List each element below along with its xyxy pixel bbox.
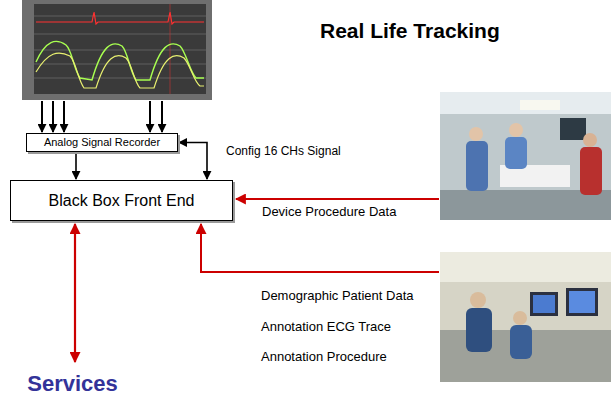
node-text: Services: [27, 372, 118, 396]
waveform-monitor: [22, 0, 212, 100]
scrubs: [510, 325, 532, 359]
monitor-grid: [34, 4, 206, 94]
wall: [440, 252, 611, 282]
monitor: [530, 292, 558, 316]
channel-arrow: [149, 101, 151, 132]
ceiling: [440, 92, 611, 114]
flow-arrow: [236, 198, 439, 200]
grid-line: [34, 50, 206, 51]
recorder-box: Analog Signal Recorder: [26, 133, 178, 152]
monitor: [566, 288, 598, 316]
monitor-frame: [22, 0, 212, 100]
pressure-trace: [36, 41, 204, 80]
head: [469, 127, 483, 141]
diagram-title: Real Life Tracking: [320, 19, 500, 43]
grid-line: [34, 78, 206, 79]
scrubs: [466, 308, 492, 352]
channel-arrow: [41, 101, 43, 132]
screen: [560, 118, 586, 140]
flow-label: Demographic Patient Data: [261, 289, 413, 304]
grid-line: [34, 64, 206, 65]
control-room-photo: [440, 252, 611, 382]
photo-background: [440, 252, 611, 382]
node-text: Black Box Front End: [49, 192, 195, 210]
head: [509, 123, 523, 137]
channel-arrow: [63, 101, 65, 132]
head: [470, 292, 486, 308]
services-node: Services: [27, 372, 118, 397]
flow-label: Annotation ECG Trace: [261, 320, 391, 335]
pressure-trace: [36, 53, 204, 88]
connector: [74, 224, 76, 362]
head: [583, 133, 597, 147]
scrubs: [505, 137, 527, 169]
flow-label: Device Procedure Data: [262, 205, 396, 220]
channel-arrows: [42, 101, 162, 132]
channel-arrow: [52, 101, 54, 132]
channel-arrow: [161, 101, 163, 132]
connector: [179, 143, 207, 180]
scrubs: [580, 147, 602, 195]
grid-line: [34, 34, 206, 35]
ecg-trace: [36, 12, 204, 24]
flow-arrow: [201, 224, 439, 272]
photo-background: [440, 92, 611, 220]
node-text: Analog Signal Recorder: [44, 136, 160, 148]
data-flow-arrows: [201, 199, 439, 272]
front-end-box: Black Box Front End: [10, 180, 233, 221]
monitor-screen: [34, 4, 206, 94]
procedure-room-photo: [440, 92, 611, 220]
connector-label: Config 16 CHs Signal: [225, 145, 342, 159]
flow-label: Annotation Procedure: [261, 350, 387, 365]
head: [513, 311, 527, 325]
connector: [75, 152, 77, 179]
grid-line: [34, 16, 206, 17]
monitor-screen: [569, 291, 595, 313]
monitor-screen: [533, 295, 555, 313]
ceiling-light: [520, 100, 560, 110]
scrubs: [466, 141, 488, 191]
